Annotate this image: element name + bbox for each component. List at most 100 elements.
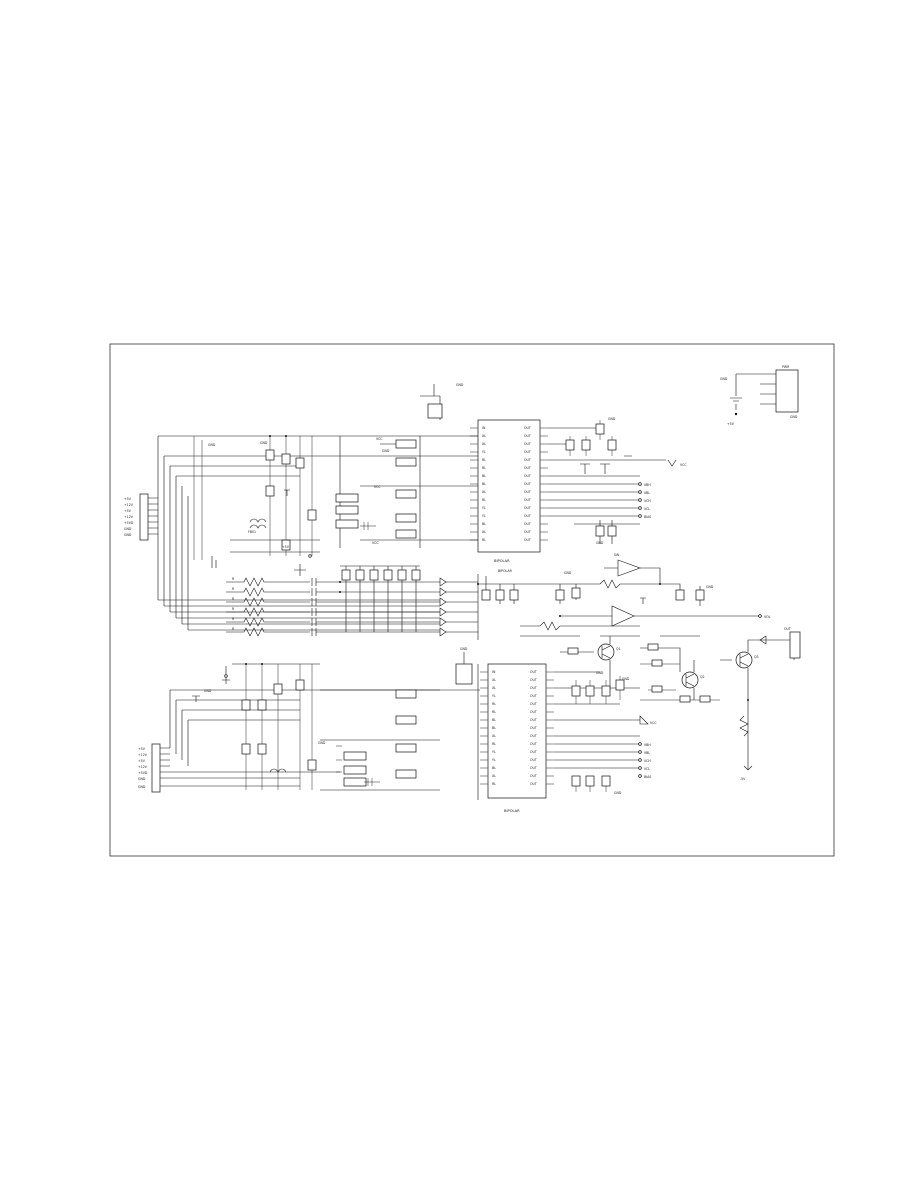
gnd-label-7: GND bbox=[318, 741, 326, 745]
gnd-label-8: GND bbox=[622, 677, 630, 681]
upper-ic-pins bbox=[470, 427, 548, 541]
upper-conn-pin-5: +5VD bbox=[124, 521, 134, 525]
lower-conn-pin-4: +12V bbox=[138, 765, 148, 769]
lower-ic-right-pin-3: OUT bbox=[530, 686, 537, 690]
upper-connector bbox=[139, 493, 158, 541]
upper-ic-right-pin-9: OUT bbox=[524, 490, 531, 494]
upper-cap-network: VCC VCC VCC bbox=[335, 436, 478, 548]
upper-ic: GND BIPOLAR IN XL XL YL RL RL BL BL XL R… bbox=[420, 383, 548, 563]
mid-bus-label-3: R bbox=[232, 597, 235, 601]
lower-ic-right-pin-15: OUT bbox=[530, 782, 537, 786]
amp-opamp bbox=[611, 605, 635, 627]
upper-connector-pin-labels: +5V +12V +5V +12V +5VD GND GND bbox=[124, 497, 134, 537]
upper-ic-right-pin-10: OUT bbox=[524, 498, 531, 502]
lower-ic-left-pin-12: YL bbox=[492, 758, 496, 762]
transistor-q2-label: Q2 bbox=[700, 675, 705, 679]
svg-text:VCC: VCC bbox=[650, 721, 657, 725]
upper-ic-right-pin-8: OUT bbox=[524, 482, 531, 486]
lower-connector bbox=[151, 743, 170, 793]
upper-right-network: VCC GND bbox=[548, 417, 687, 544]
upper-ic-right-pin-5: OUT bbox=[524, 458, 531, 462]
lower-ic-right-pin-1: OUT bbox=[530, 670, 537, 674]
upper-ic-left-pin-4: YL bbox=[482, 450, 486, 454]
analog-section: SW VOL BIPOLAR GND bbox=[478, 553, 771, 637]
lower-ic-right-pin-14: OUT bbox=[530, 774, 537, 778]
transistor-q2 bbox=[681, 671, 699, 689]
neg-rail-label: -5V bbox=[740, 777, 746, 781]
gnd-label-2: GND bbox=[382, 449, 390, 453]
svg-text:GND: GND bbox=[456, 383, 464, 387]
svg-text:GND: GND bbox=[706, 585, 714, 589]
mid-bus-label-6: R bbox=[232, 627, 235, 631]
power-jack-block: GND +5V PWR GND bbox=[720, 365, 799, 426]
lower-ic-left-pin-10: RL bbox=[492, 742, 496, 746]
upper-ic-left-pin-9: XL bbox=[482, 490, 486, 494]
lower-ic-left-pin-5: RL bbox=[492, 702, 496, 706]
lower-ic-right-pin-2: OUT bbox=[530, 678, 537, 682]
upper-conn-pin-3: +5V bbox=[124, 509, 132, 513]
lower-ic-label: BIPOLAR bbox=[504, 809, 520, 813]
lower-conn-pin-1: +5V bbox=[138, 747, 146, 751]
lower-tag-4: VCL bbox=[644, 767, 650, 771]
upper-ic-left-pin-7: BL bbox=[482, 474, 486, 478]
lower-ic-right-pin-7: OUT bbox=[530, 718, 537, 722]
upper-ic-left-pin-10: RL bbox=[482, 498, 486, 502]
svg-text:GND: GND bbox=[208, 443, 216, 447]
upper-ic-left-pin-6: RL bbox=[482, 466, 486, 470]
upper-tag-1: VBH bbox=[644, 483, 651, 487]
upper-tag-5: BIAS bbox=[644, 515, 651, 519]
middle-bus-labels: R R R R R R bbox=[232, 577, 235, 631]
upper-ic-right-pin-1: OUT bbox=[524, 426, 531, 430]
gnd-label-1: GND bbox=[260, 441, 268, 445]
lower-ic-right-pin-9: OUT bbox=[530, 734, 537, 738]
lower-ic-left-pin-6: RL bbox=[492, 710, 496, 714]
svg-text:OUT: OUT bbox=[784, 627, 791, 631]
upper-ic-right-pin-12: OUT bbox=[524, 514, 531, 518]
upper-filter-section: GND FB01 +5V bbox=[193, 436, 320, 568]
lower-ic-right-pin-12: OUT bbox=[530, 758, 537, 762]
lower-conn-pin-2: +12V bbox=[138, 753, 148, 757]
upper-conn-pin-7: GND bbox=[124, 533, 132, 537]
upper-ic-left-pin-13: BL bbox=[482, 522, 486, 526]
svg-text:GND: GND bbox=[460, 647, 468, 651]
transistor-q1 bbox=[597, 643, 615, 661]
lower-cap-network: GND bbox=[320, 647, 479, 800]
mid-bus-label-5: R bbox=[232, 617, 235, 621]
transistor-section: Q1 Q2 Q3 -5V OUT bbox=[560, 627, 801, 781]
upper-ic-left-pin-8: BL bbox=[482, 482, 486, 486]
svg-text:VCC: VCC bbox=[376, 437, 383, 441]
ground-labels: GND GND GND GND GND GND GND GND bbox=[260, 441, 630, 795]
lower-ic-right-pin-4: OUT bbox=[530, 694, 537, 698]
lower-ic-left-pin-2: XL bbox=[492, 678, 496, 682]
upper-conn-pin-2: +12V bbox=[124, 503, 134, 507]
transistor-q3 bbox=[735, 651, 753, 669]
gnd-label-3: GND bbox=[564, 571, 572, 575]
lower-tag-5: BIAS bbox=[644, 775, 651, 779]
lower-ic-left-pin-14: XL bbox=[492, 774, 496, 778]
sheet-border bbox=[109, 343, 835, 857]
upper-ic-left-pin-1: IN bbox=[482, 426, 486, 430]
upper-ic-right-pin-4: OUT bbox=[524, 450, 531, 454]
upper-ic-left-pin-15: RL bbox=[482, 538, 486, 542]
upper-tag-4: VCL bbox=[644, 507, 650, 511]
lower-tag-1: VBH bbox=[644, 743, 651, 747]
upper-ic-right-pin-13: OUT bbox=[524, 522, 531, 526]
lower-conn-pin-5: +5VD bbox=[138, 771, 148, 775]
upper-ic-left-pin-2: XL bbox=[482, 434, 486, 438]
lower-ic-left-pin-3: XL bbox=[492, 686, 496, 690]
transistor-q3-label: Q3 bbox=[754, 655, 759, 659]
upper-ic-left-pin-11: YL bbox=[482, 506, 486, 510]
lower-ic-left-pin-15: RL bbox=[492, 782, 496, 786]
lower-ic-right-pin-10: OUT bbox=[530, 742, 537, 746]
mid-bus-label-4: R bbox=[232, 607, 235, 611]
lower-output-tags: VBH VBL VCH VCL BIAS bbox=[638, 742, 651, 779]
upper-ic-left-pin-3: XL bbox=[482, 442, 486, 446]
svg-text:VOL: VOL bbox=[764, 615, 771, 619]
svg-text:VCC: VCC bbox=[374, 485, 381, 489]
left-bus-wiring bbox=[157, 435, 480, 787]
lower-filter-section: GND bbox=[192, 663, 320, 790]
upper-ic-right-pin-2: OUT bbox=[524, 434, 531, 438]
lower-ic-left-pin-7: BL bbox=[492, 718, 496, 722]
power-jack-label: PWR bbox=[782, 365, 790, 369]
